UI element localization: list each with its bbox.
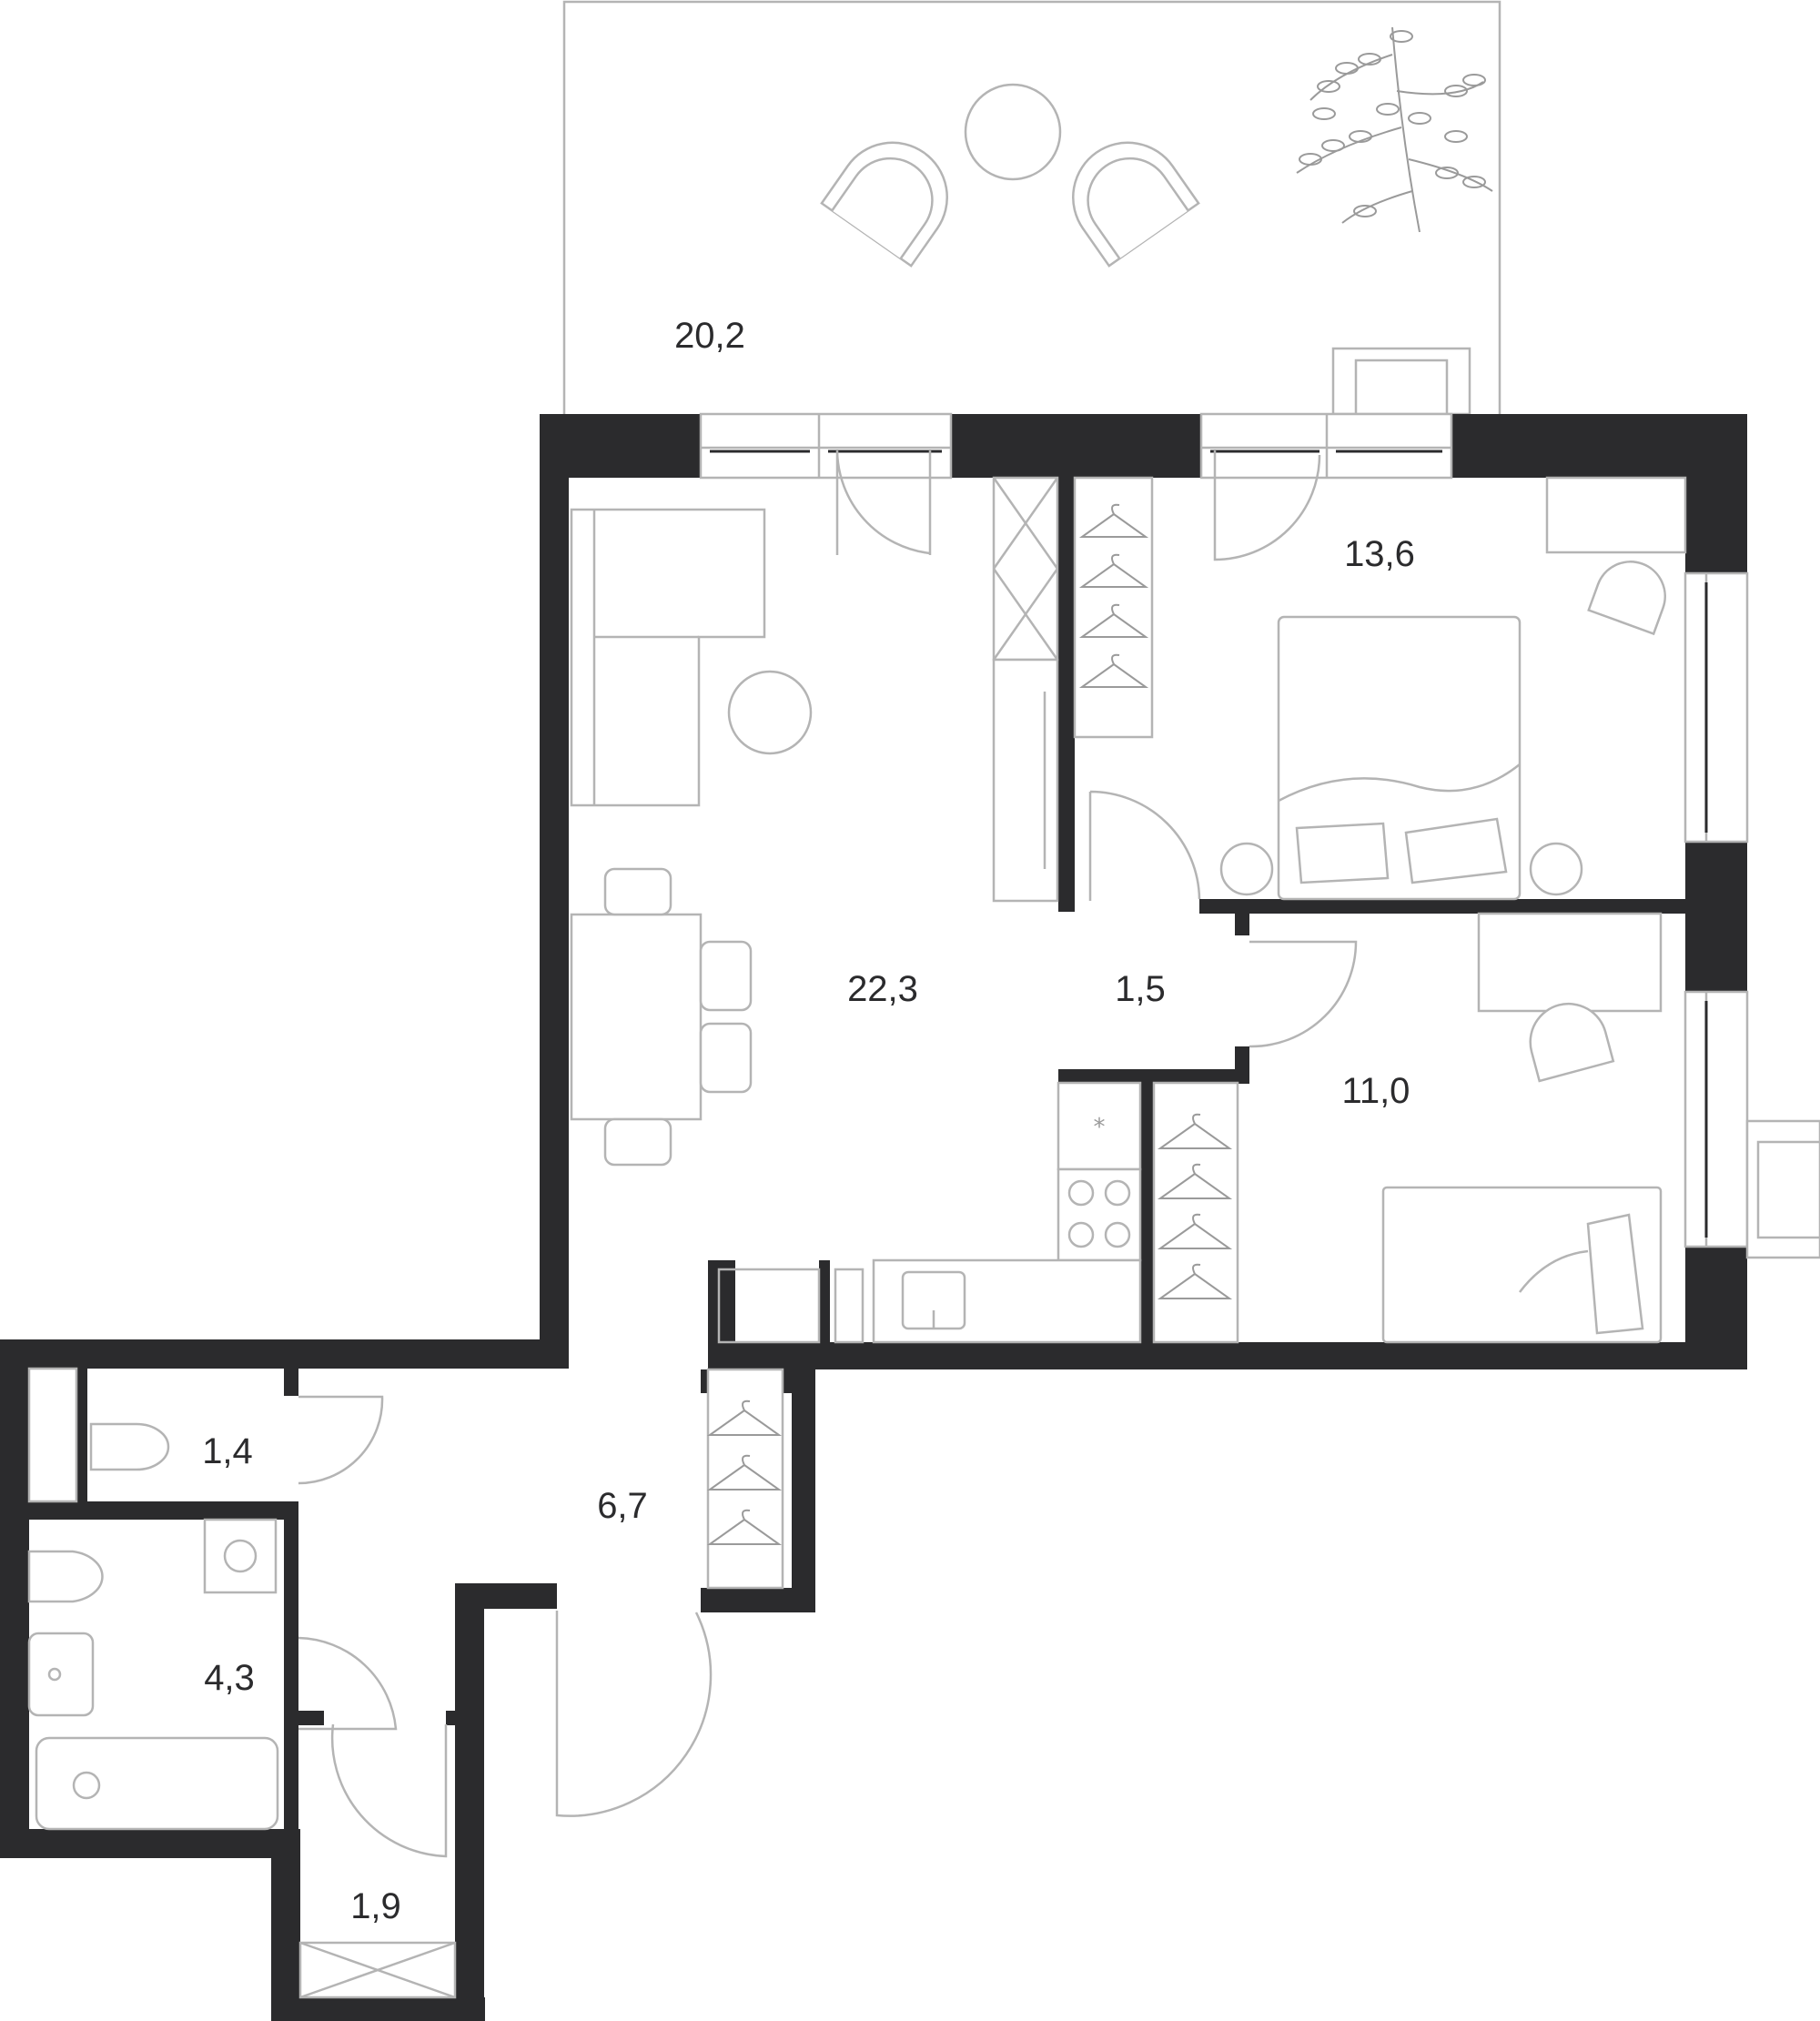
balcony-armchair-right [1072, 141, 1200, 268]
area-label-living-kitchen: 22,3 [847, 969, 918, 1009]
area-label-hallway: 6,7 [597, 1486, 648, 1526]
wardrobe-hallway [706, 1368, 784, 1590]
area-label-second-bedroom: 11,0 [1342, 1071, 1410, 1111]
balcony-armchair-left [820, 141, 948, 268]
balcony-table [964, 83, 1062, 181]
area-labels: 20,2 13,6 22,3 1,5 11,0 1,4 6,7 4,3 1,9 [202, 316, 1415, 1926]
svg-text:*: * [1094, 1114, 1106, 1141]
plant-icon [1296, 26, 1493, 233]
bedroom-furniture [1219, 476, 1687, 901]
wardrobe-bedroom [1073, 476, 1154, 739]
windows [699, 412, 1820, 1259]
area-label-toilet: 1,4 [202, 1431, 253, 1471]
ac-unit-balcony [1331, 347, 1471, 416]
doors [298, 450, 1358, 1858]
living-room-furniture [570, 476, 1059, 1167]
area-label-balcony: 20,2 [674, 316, 745, 356]
wardrobe-second-bedroom [1152, 1081, 1239, 1344]
area-label-bathroom: 4,3 [204, 1658, 255, 1698]
area-label-storage: 1,9 [350, 1886, 401, 1926]
balcony [562, 0, 1502, 416]
storage-shelf [298, 1941, 457, 1999]
toilet-fixture [27, 1367, 170, 1503]
bathroom-fixtures [27, 1518, 279, 1831]
kitchen: * [717, 1081, 1142, 1344]
area-label-bedroom: 13,6 [1344, 534, 1415, 574]
area-label-corridor: 1,5 [1115, 969, 1166, 1009]
walls [0, 414, 1747, 2021]
second-bedroom-furniture [1381, 912, 1663, 1344]
